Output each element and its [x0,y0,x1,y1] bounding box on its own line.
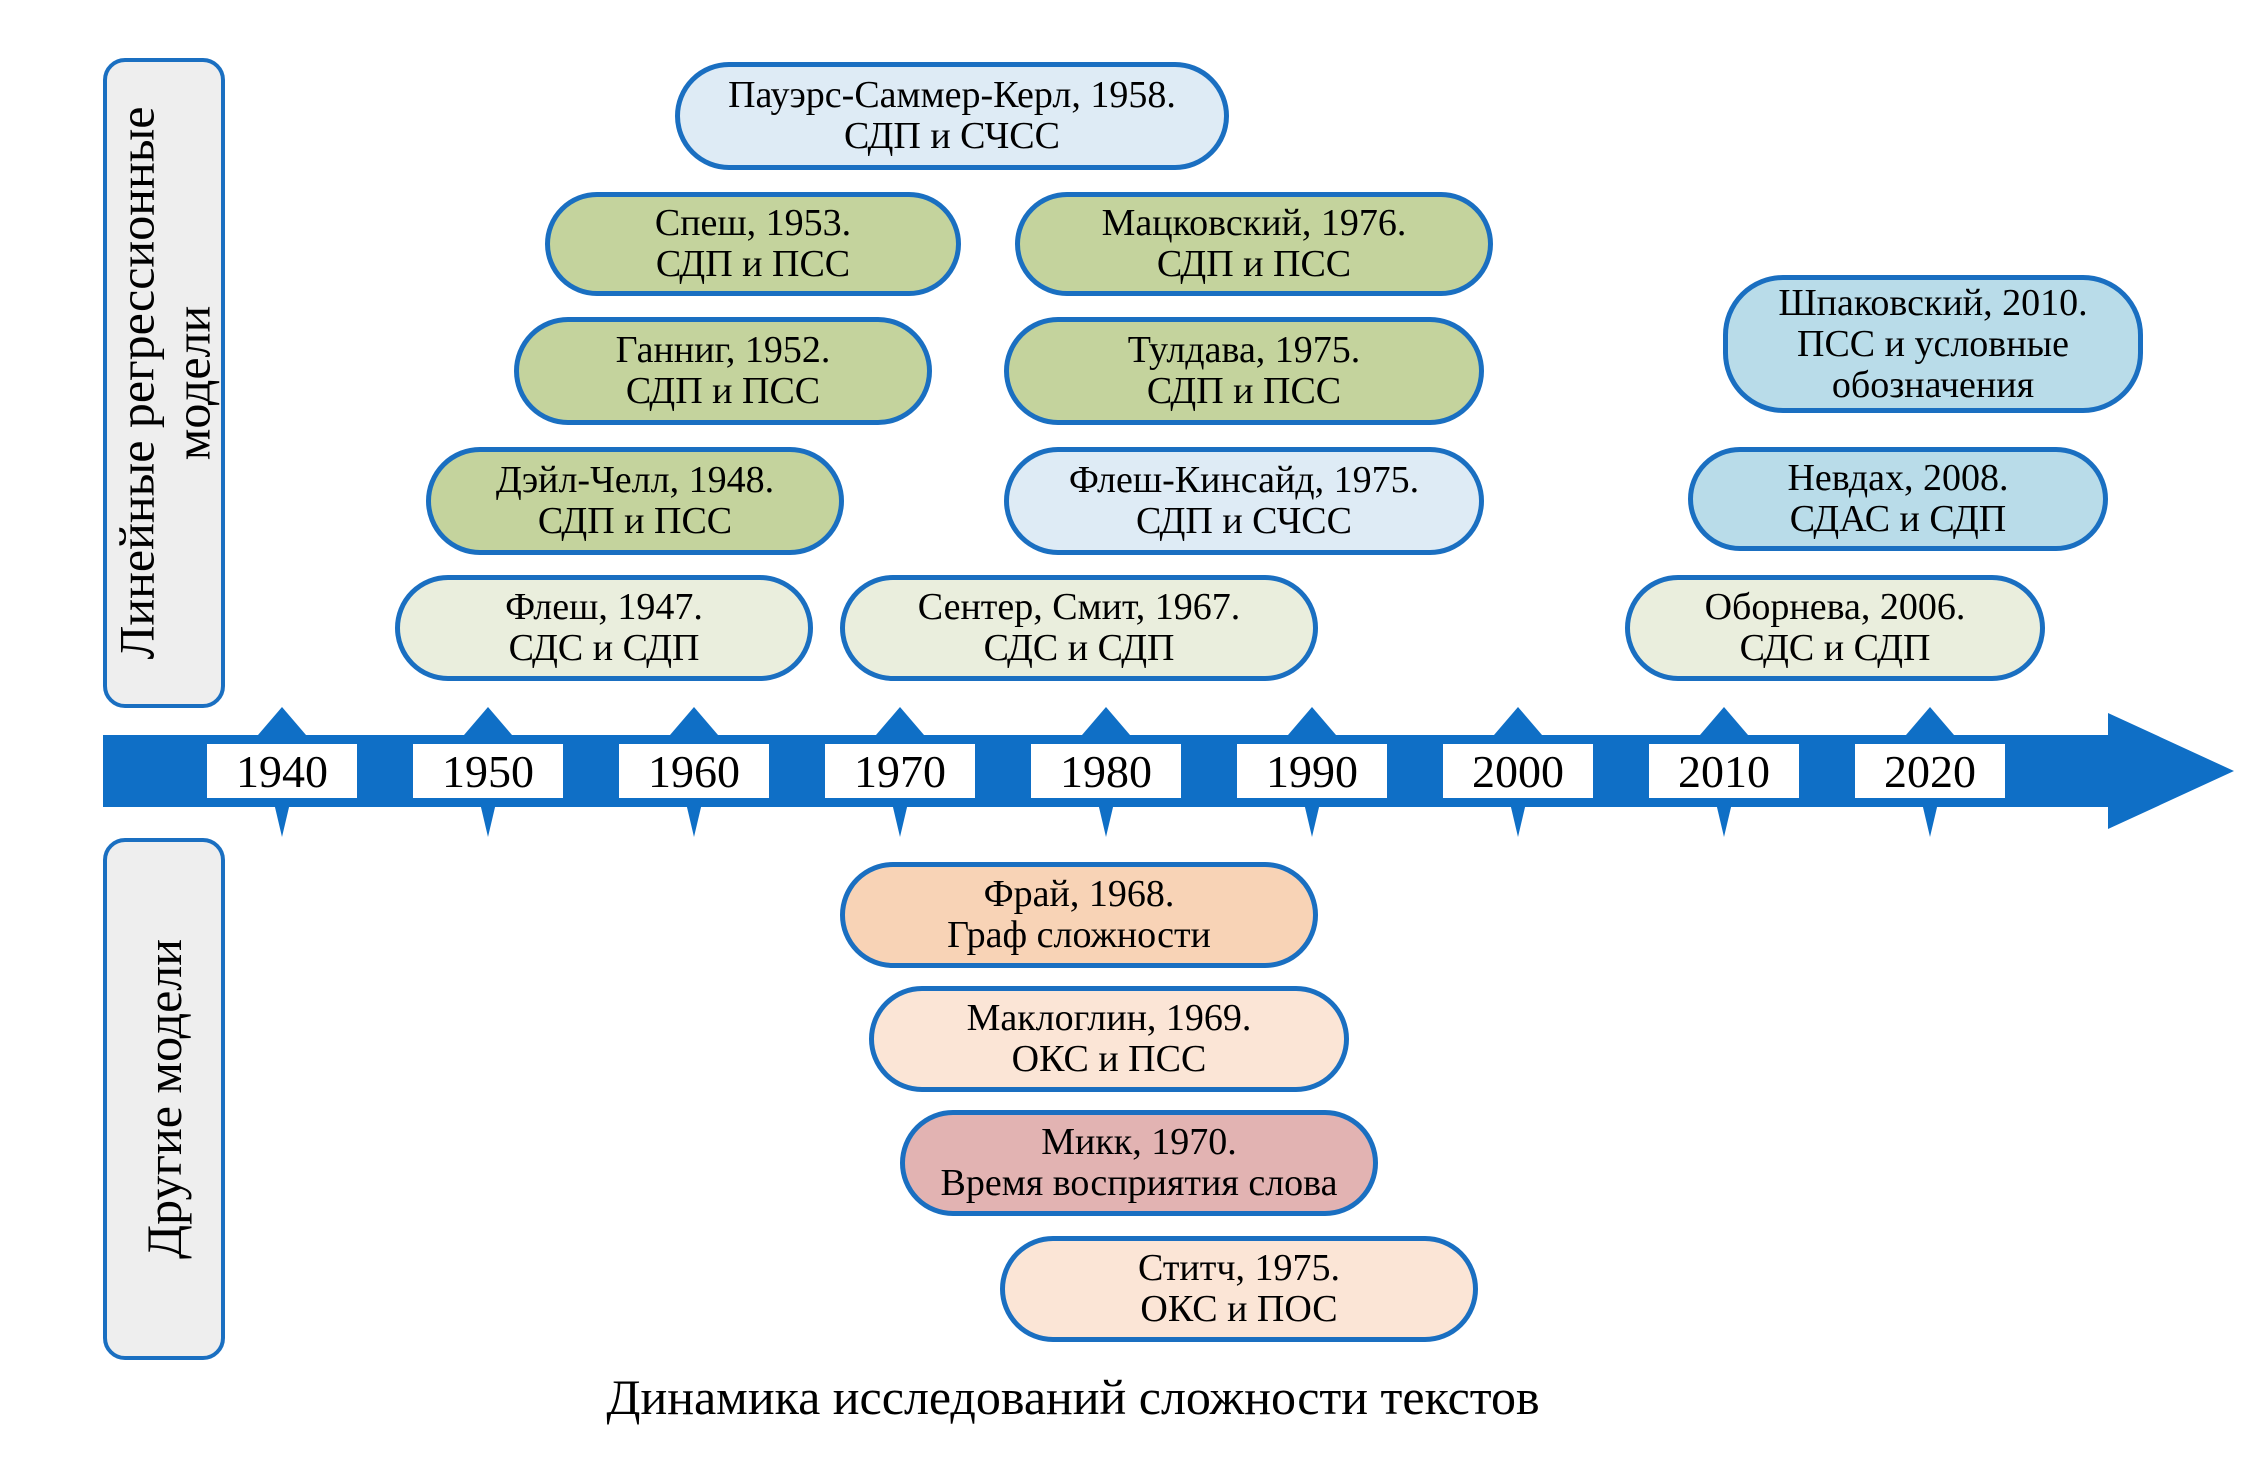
year-label-1940: 1940 [207,744,357,798]
entry-nevdakh-2008: Невдах, 2008. СДАС и СДП [1688,447,2108,551]
entry-powers-sumner-kearl-1958: Пауэрс-Саммер-Керл, 1958. СДП и СЧСС [675,62,1229,170]
year-label-1980: 1980 [1031,744,1181,798]
entry-fry-1968: Фрай, 1968. Граф сложности [840,862,1318,968]
year-label-2010: 2010 [1649,744,1799,798]
entry-senter-smith-1967: Сентер, Смит, 1967. СДС и СДП [840,575,1318,681]
year-label-1970: 1970 [825,744,975,798]
entry-gunning-1952: Ганниг, 1952. СДП и ПСС [514,317,932,425]
side-label-other-models: Другие модели [103,838,225,1360]
year-label-2000: 2000 [1443,744,1593,798]
diagram-caption: Динамика исследований сложности текстов [606,1369,1540,1425]
entry-oborneva-2006: Оборнева, 2006. СДС и СДП [1625,575,2045,681]
side-label-linear-regression-models: Линейные регрессионные модели [103,58,225,708]
entry-mikk-1970: Микк, 1970. Время восприятия слова [900,1110,1378,1216]
year-label-1950: 1950 [413,744,563,798]
entry-flesch-kincaid-1975: Флеш-Кинсайд, 1975. СДП и СЧСС [1004,447,1484,555]
entry-tuldava-1975: Тулдава, 1975. СДП и ПСС [1004,317,1484,425]
entry-spache-1953: Спеш, 1953. СДП и ПСС [545,192,961,296]
entry-dale-chall-1948: Дэйл-Челл, 1948. СДП и ПСС [426,447,844,555]
entry-shpakovsky-2010: Шпаковский, 2010. ПСС и условные обознач… [1723,275,2143,413]
entry-stitch-1975: Ститч, 1975. ОКС и ПОС [1000,1236,1478,1342]
entry-matskovsky-1976: Мацковский, 1976. СДП и ПСС [1015,192,1493,296]
entry-mclaughlin-1969: Маклоглин, 1969. ОКС и ПСС [869,986,1349,1092]
entry-flesch-1947: Флеш, 1947. СДС и СДП [395,575,813,681]
year-label-2020: 2020 [1855,744,2005,798]
year-label-1990: 1990 [1237,744,1387,798]
year-label-1960: 1960 [619,744,769,798]
